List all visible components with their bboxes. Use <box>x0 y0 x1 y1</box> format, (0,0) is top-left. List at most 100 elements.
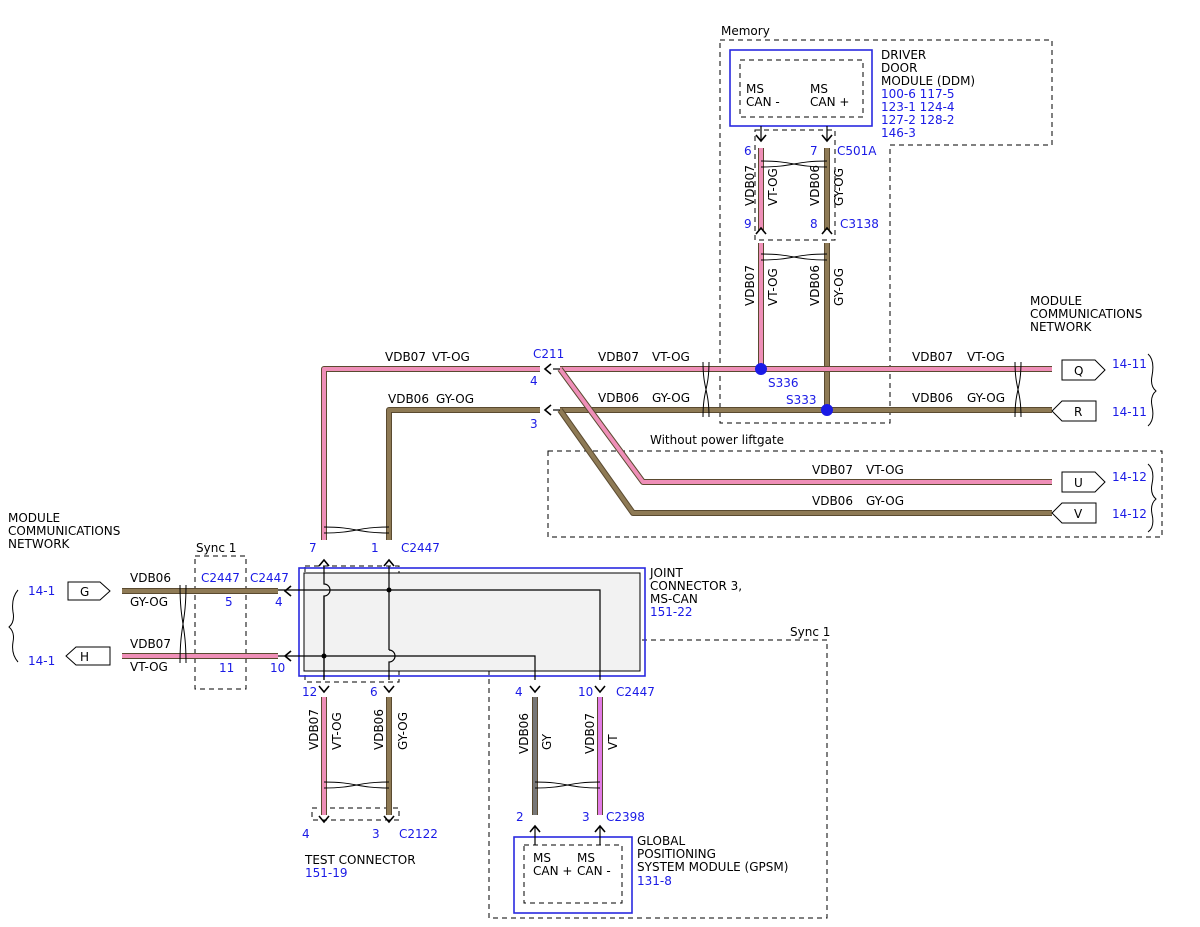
wire-labels-vertical: VDB07 VT-OG VDB06 GY-OG VDB07 VT-OG VDB0… <box>307 165 846 754</box>
memory-region-outline <box>719 39 1053 424</box>
wire-label: GY-OG <box>832 168 846 206</box>
wire-layer <box>122 148 1052 815</box>
pin-number: 2 <box>516 810 524 824</box>
wire-label: VT-OG <box>652 350 690 364</box>
pin-number: 10 <box>270 661 285 675</box>
offpage-q-ref: 14-11 <box>1112 357 1147 371</box>
wire-label: VDB06 <box>808 165 822 206</box>
gpsm-title: GLOBAL POSITIONING SYSTEM MODULE (GPSM) <box>637 834 788 874</box>
ddm-pin-minus-label: MS CAN - <box>746 82 780 109</box>
offpage-g-ref: 14-1 <box>28 584 55 598</box>
joint-connector-body <box>303 572 641 672</box>
twisted-pair-marker <box>179 584 187 664</box>
wire-label: GY-OG <box>396 712 410 750</box>
connector-arrow <box>529 685 541 694</box>
offpage-r-letter: R <box>1074 405 1082 419</box>
wire-vdb07-to-u <box>557 367 1052 485</box>
c501a-c3138-shell <box>754 129 836 241</box>
wire-label: VT-OG <box>866 463 904 477</box>
offpage-connector-r[interactable]: R 14-11 <box>1051 400 1147 422</box>
pin-number: 9 <box>744 217 752 231</box>
test-connector-ref: 151-19 <box>305 866 348 880</box>
pin-number: 3 <box>582 810 590 824</box>
sync1-left-region-label: Sync 1 <box>196 541 236 555</box>
connector-marks <box>179 126 1022 845</box>
connector-id: C3138 <box>840 217 879 231</box>
twisted-pair-marker <box>323 526 390 534</box>
connector-arrow <box>318 558 330 567</box>
wire-label: VDB07 <box>912 350 953 364</box>
wire-label: VT-OG <box>766 168 780 206</box>
splice-id: S336 <box>768 376 799 390</box>
twisted-pair-marker <box>534 781 601 789</box>
wire-label: VDB06 <box>812 494 853 508</box>
gpsm-inner-outline <box>523 844 623 904</box>
pin-number: 7 <box>810 144 818 158</box>
joint-connector-title: JOINT CONNECTOR 3, MS-CAN <box>649 566 746 606</box>
connector-id: C501A <box>837 144 877 158</box>
connector-id: C2447 <box>401 541 440 555</box>
offpage-connector-h[interactable]: H 14-1 <box>28 646 111 668</box>
pin-number: 5 <box>225 595 233 609</box>
connector-id: C2122 <box>399 827 438 841</box>
connector-arrow <box>283 650 292 662</box>
offpage-q-letter: Q <box>1074 364 1083 378</box>
wire-label: GY-OG <box>652 391 690 405</box>
pin-number: 4 <box>275 595 283 609</box>
gpsm-outline <box>513 836 633 914</box>
wire-label: VDB07 <box>307 709 321 750</box>
memory-region-label: Memory <box>721 24 770 38</box>
connector-arrow <box>543 363 552 375</box>
wire-label: GY-OG <box>130 595 168 609</box>
connector-arrow <box>383 558 395 567</box>
sync1-bottom-region-outline <box>488 639 828 919</box>
connector-labels: C501A 6 7 C3138 9 8 C211 4 3 S336 S333 7… <box>201 144 879 841</box>
pin-number: 11 <box>219 661 234 675</box>
wire-label: VDB06 <box>130 571 171 585</box>
splice-s333 <box>821 404 833 416</box>
connector-id: C2447 <box>250 571 289 585</box>
wire-label: VDB07 <box>812 463 853 477</box>
wire-vdb06-to-v <box>557 408 1052 516</box>
ddm-page-refs: 100-6 117-5 123-1 124-4 127-2 128-2 146-… <box>881 87 958 140</box>
wire-vdb07-to-c211 <box>321 366 540 540</box>
joint-bus-lower <box>278 655 536 680</box>
network-label-left: MODULE COMMUNICATIONS NETWORK <box>8 511 124 551</box>
gps-module: MS CAN + MS CAN - GLOBAL POSITIONING SYS… <box>513 834 788 914</box>
pin-number: 4 <box>530 374 538 388</box>
offpage-g-letter: G <box>80 585 89 599</box>
offpage-connector-q[interactable]: Q 14-11 <box>1061 357 1147 381</box>
wire-labels-horizontal: VDB07 VT-OG VDB07 VT-OG VDB07 VT-OG VDB0… <box>130 350 1005 674</box>
gpsm-pin-minus-label: MS CAN - <box>577 851 611 878</box>
twisted-pair-marker <box>760 160 828 168</box>
connector-arrow <box>383 815 395 824</box>
wire-label: VT-OG <box>967 350 1005 364</box>
wire-label: VDB07 <box>385 350 426 364</box>
wire-label: VT <box>606 734 620 750</box>
connector-arrow <box>383 685 395 694</box>
connector-arrow <box>543 404 552 416</box>
offpage-connector-u[interactable]: U 14-12 <box>1061 470 1147 493</box>
connector-id: C2447 <box>616 685 655 699</box>
offpage-u-ref: 14-12 <box>1112 470 1147 484</box>
connector-arrow <box>755 134 767 143</box>
without-liftgate-region-label: Without power liftgate <box>650 433 784 447</box>
offpage-v-letter: V <box>1074 507 1083 521</box>
offpage-connector-v[interactable]: V 14-12 <box>1051 502 1147 524</box>
wire-label: VT-OG <box>432 350 470 364</box>
wire-label: VDB06 <box>912 391 953 405</box>
connector-id: C2447 <box>201 571 240 585</box>
brace-right-lower <box>1147 463 1157 533</box>
joint-connector-outline <box>298 567 646 677</box>
wire-label: VDB06 <box>808 265 822 306</box>
wire-label: VDB07 <box>743 265 757 306</box>
joint-connector-ref: 151-22 <box>650 605 693 619</box>
pin-number: 4 <box>515 685 523 699</box>
offpage-v-ref: 14-12 <box>1112 507 1147 521</box>
connector-arrow <box>755 226 767 235</box>
brace-left <box>8 589 19 663</box>
pin-number: 8 <box>810 217 818 231</box>
offpage-connector-g[interactable]: G 14-1 <box>28 581 111 601</box>
sync1-left-region-outline <box>194 555 247 690</box>
